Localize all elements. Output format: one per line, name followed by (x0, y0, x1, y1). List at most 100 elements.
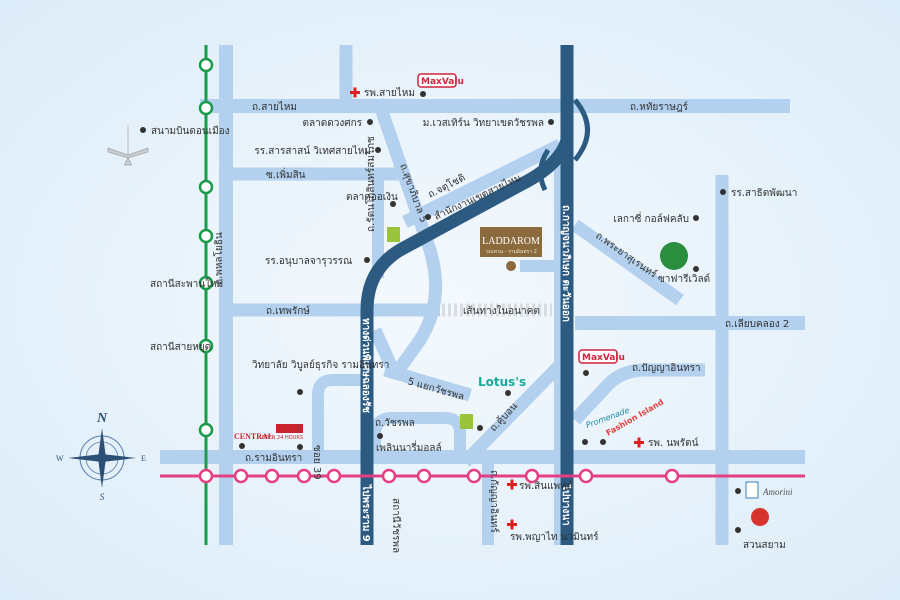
place-school-anuban: รร.อนุบาลจารุวรรณ (265, 256, 352, 267)
project-logo (480, 227, 542, 257)
place-dot (505, 390, 511, 396)
pink-line (160, 468, 805, 484)
place-dot (297, 389, 303, 395)
place-sinphaet-hospital: รพ.สินแพทย์ (519, 480, 573, 492)
place-dot (735, 527, 741, 533)
place-dot (583, 370, 589, 376)
places: รพ.สายไหม MaxValu ตลาดดวงศกร รร.สารสาสน์… (107, 73, 797, 553)
place-college-vibul: วิทยาลัย วิบูลย์ธุรกิจ รามอินทรา (252, 359, 390, 371)
compass-w: W (56, 454, 64, 463)
label-watcharaphon: ถ.วัชรพล (375, 418, 415, 429)
compass-rose-icon: N S E W (56, 411, 146, 502)
place-fashion-mall: เพลินนารี่มอลล์ (376, 440, 442, 454)
pink-station[interactable] (416, 468, 432, 484)
fashion-logo (276, 424, 303, 433)
place-dot (367, 119, 373, 125)
label-expressway-bottom: ไปพระราม 9 (360, 484, 373, 542)
place-station-saphan-mai: สถานีสะพานใหม่ (150, 278, 223, 290)
green-station[interactable] (198, 57, 214, 73)
expressways (360, 45, 590, 545)
place-saimai-hospital: รพ.สายไหม (364, 87, 415, 99)
project-subtitle: วงแหวน - รามอินทรา 2 (485, 248, 537, 255)
place-dot (140, 127, 146, 133)
airplane-icon (107, 125, 149, 166)
place-airport: สนามบินดอนเมือง (151, 125, 230, 137)
place-safari-world: ซาฟารีเวิลด์ (658, 273, 710, 285)
pink-station[interactable] (326, 468, 342, 484)
place-dot (364, 257, 370, 263)
place-maxvalu: MaxValu (421, 77, 464, 87)
place-dot (600, 439, 606, 445)
place-open-24: OPEN 24 HOURS (262, 435, 303, 441)
place-dot (720, 189, 726, 195)
bigc-logo (387, 227, 400, 242)
pink-station[interactable] (233, 468, 249, 484)
place-dot (477, 425, 483, 431)
place-talad-duangsakorn: ตลาดดวงศกร (303, 118, 363, 129)
label-sai-mai: ถ.สายไหม (252, 101, 297, 113)
place-school-sarasas: รร.สารสาสน์ วิเทศสายไหม (254, 145, 371, 157)
label-expressway: ทางด่วนพิเศษฉลองรัช (360, 318, 372, 413)
hospital-icon (510, 479, 514, 490)
bigc-logo (460, 414, 473, 429)
green-station[interactable] (198, 179, 214, 195)
siam-park-logo (751, 508, 769, 526)
place-dot (548, 119, 554, 125)
place-dot (239, 443, 245, 449)
pink-station[interactable] (664, 468, 680, 484)
amorini-logo (745, 481, 759, 499)
place-station-watcharaphon: สถานีวัชรพล (390, 498, 402, 553)
road-panya-indra (570, 363, 705, 425)
road-kubon (460, 360, 565, 467)
place-dot (693, 215, 699, 221)
place-station-sai-yut: สถานีสายหยุด (150, 341, 211, 353)
green-station[interactable] (198, 422, 214, 438)
green-station-sai-yut[interactable] (198, 338, 214, 354)
place-dot (425, 214, 431, 220)
hospital-icon (637, 437, 641, 448)
label-liap-khlong2: ถ.เลียบคลอง 2 (725, 318, 789, 330)
hospital-icon (353, 87, 357, 98)
pink-station[interactable] (198, 468, 214, 484)
road-phraya-suren (571, 219, 684, 306)
green-station[interactable] (198, 100, 214, 116)
place-talad-ongoen: ตลาดออเงิน (346, 192, 398, 203)
green-station[interactable] (198, 228, 214, 244)
bts-green-line (198, 45, 214, 545)
label-thepharak: ถ.เทพรักษ์ (266, 305, 310, 317)
pink-station[interactable] (296, 468, 312, 484)
pink-station-watcharaphon[interactable] (381, 468, 397, 484)
label-kanya-indra: ถ.กัญญาอินทร์ (488, 470, 500, 533)
maxvalu-logo (417, 73, 457, 88)
maxvalu-logo (578, 349, 618, 364)
project-marker: LADDAROM วงแหวน - รามอินทรา 2 (480, 227, 542, 271)
label-kanchana-bottom: ไปบางนา (560, 484, 573, 526)
place-legacy-golf: เลกาซี่ กอล์ฟคลับ (613, 211, 689, 225)
label-phoem-sin: ซ.เพิ่มสิน (266, 167, 306, 181)
road-five-junction (383, 363, 472, 402)
pink-station[interactable] (466, 468, 482, 484)
label-hathai-rat: ถ.หทัยราษฎร์ (630, 101, 689, 113)
place-amorini: Amorini (762, 487, 793, 497)
place-maxvalu-2: MaxValu (582, 353, 625, 363)
road-soi39 (312, 374, 362, 460)
label-future-route: เส้นทางในอนาคต (463, 305, 540, 317)
road-chatuchot (402, 139, 563, 228)
place-dot (693, 266, 699, 272)
label-ram-indra: ถ.รามอินทรา (245, 453, 302, 464)
pink-station[interactable] (264, 468, 280, 484)
place-dot (420, 91, 426, 97)
pink-station[interactable] (578, 468, 594, 484)
label-panya-indra: ถ.ปัญญาอินทรา (632, 363, 701, 374)
compass-e: E (141, 454, 146, 463)
place-dot (390, 201, 396, 207)
green-station-saphan-mai[interactable] (198, 275, 214, 291)
place-siam-park: สวนสยาม (743, 540, 786, 551)
place-nopparat-hospital: รพ. นพรัตน์ (648, 437, 699, 449)
label-phahonyothin: ถ.พหลโยธิน (212, 232, 225, 285)
place-lotus: Lotus's (478, 375, 526, 389)
pink-station[interactable] (524, 468, 540, 484)
place-western-college: ม.เวสเทิร์น วิทยาเขตวัชรพล (423, 117, 544, 129)
project-name: LADDAROM (482, 236, 540, 247)
